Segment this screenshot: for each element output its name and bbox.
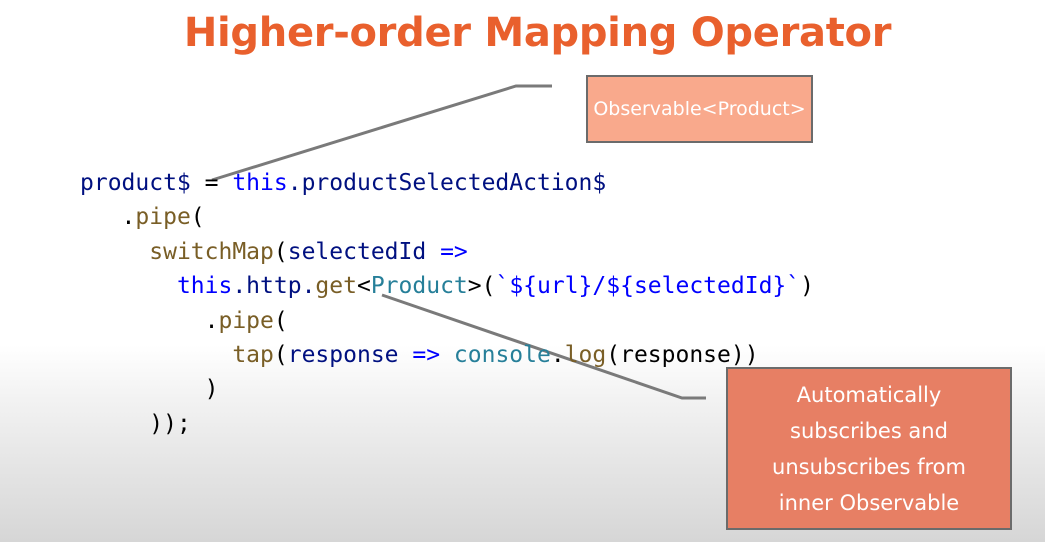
code-line-2: .pipe( — [121, 204, 205, 231]
top-callout-leader — [211, 84, 552, 182]
bottom-callout-leader — [381, 293, 706, 400]
code-line-5: .pipe( — [204, 307, 288, 334]
code-line-6: tap(response => console.log(response)) — [232, 342, 759, 369]
observable-product-callout: Observable<Product> — [586, 75, 813, 143]
auto-subscribe-callout: Automatically subscribes and unsubscribe… — [726, 367, 1012, 530]
code-line-4: this.http.get<Product>(`${url}/${selecte… — [176, 273, 814, 300]
code-line-8: )); — [149, 410, 191, 437]
code-line-7: ) — [204, 376, 219, 403]
code-block: product$ = this.productSelectedAction$ .… — [80, 166, 814, 441]
code-line-1: product$ = this.productSelectedAction$ — [80, 170, 607, 196]
slide-title: Higher-order Mapping Operator — [183, 10, 892, 56]
code-line-3: switchMap(selectedId => — [149, 238, 468, 265]
